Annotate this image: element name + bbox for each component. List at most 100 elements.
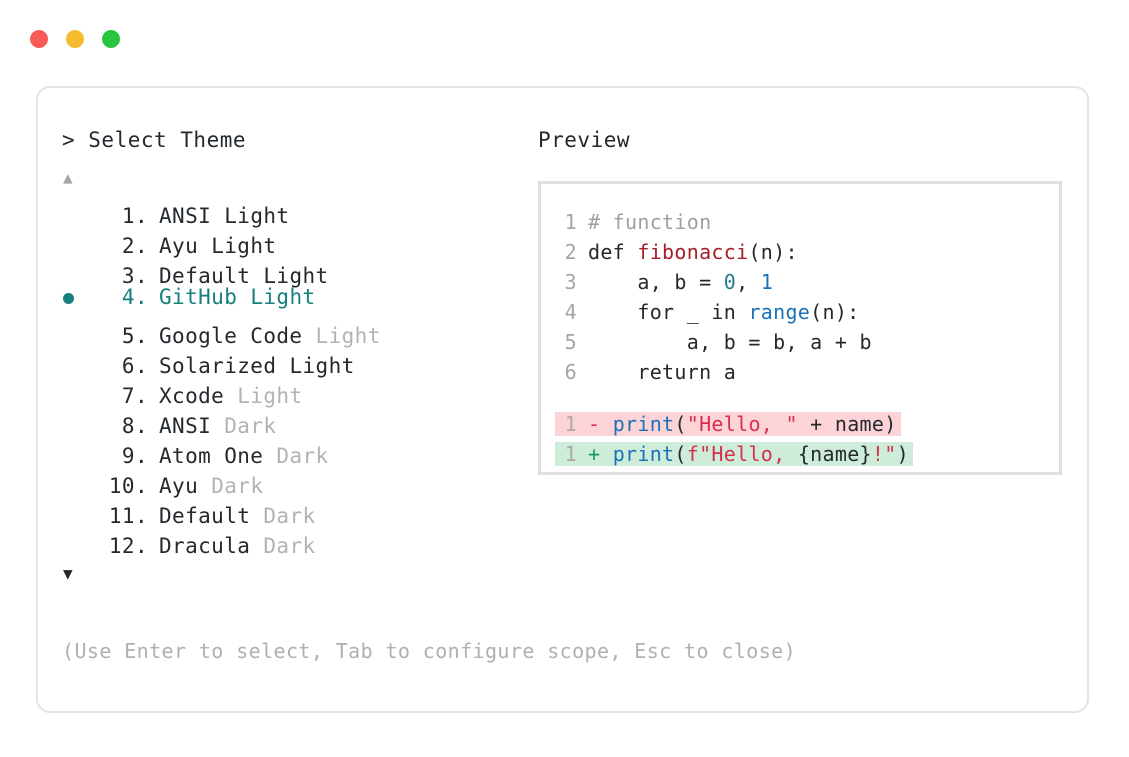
theme-item-name: ANSI (159, 204, 212, 228)
theme-item-number: 11. (108, 504, 148, 528)
code-token: 1 (760, 270, 774, 294)
code-token: return a (588, 360, 737, 384)
selection-bullet-cell (62, 523, 94, 553)
diff-sign: + (588, 442, 601, 466)
window-maximize-dot[interactable] (102, 30, 120, 48)
theme-list-item[interactable]: 8.ANSI Dark (62, 403, 532, 438)
code-token: def (588, 240, 638, 264)
theme-list-item[interactable]: 4.GitHub Light (62, 283, 532, 313)
code-line: 1 # function (555, 210, 1059, 240)
theme-item-number: 12. (108, 534, 148, 558)
code-line: 6 return a (555, 360, 1059, 390)
theme-list: 1.ANSI Light 2.Ayu Light 3.Default Light… (62, 193, 532, 558)
scroll-up-icon[interactable]: ▲ (63, 168, 73, 187)
code-line-text: # function (588, 210, 711, 234)
code-line: 4 for _ in range(n): (555, 300, 1059, 330)
theme-item-space (211, 414, 224, 438)
code-line-number: 6 (564, 360, 577, 384)
theme-item-name: Xcode (159, 384, 225, 408)
code-token: , (736, 270, 761, 294)
theme-item-number: 7. (108, 384, 148, 408)
theme-item-variant: Light (289, 354, 355, 378)
theme-item-number: 2. (108, 234, 148, 258)
window-close-dot[interactable] (30, 30, 48, 48)
preview-label: Preview (538, 128, 631, 152)
code-line-text: for _ in range(n): (588, 300, 860, 324)
theme-item-number: 9. (108, 444, 148, 468)
window-minimize-dot[interactable] (66, 30, 84, 48)
theme-item-number: 8. (108, 414, 148, 438)
theme-list-item[interactable]: 5.Google Code Light (62, 313, 532, 348)
theme-item-variant: Dark (263, 504, 316, 528)
diff-line-number: 1 (564, 442, 577, 466)
theme-list-item[interactable]: 3.Default Light (62, 253, 532, 288)
selection-bullet-cell (62, 283, 94, 313)
selection-bullet-cell (62, 343, 94, 373)
theme-item-name: Default (159, 504, 251, 528)
scroll-down-icon[interactable]: ▼ (63, 564, 73, 583)
theme-list-item[interactable]: 12.Dracula Dark (62, 523, 532, 558)
code-line-number: 1 (564, 210, 577, 234)
selection-bullet-cell (62, 493, 94, 523)
theme-list-item[interactable]: 10.Ayu Dark (62, 463, 532, 498)
code-token: for _ in (588, 300, 749, 324)
code-line-number: 4 (564, 300, 577, 324)
selection-bullet-cell (62, 373, 94, 403)
diff-token: ) (896, 442, 909, 466)
theme-item-number: 1. (108, 204, 148, 228)
selection-bullet-cell (62, 313, 94, 343)
selection-bullet-cell (62, 223, 94, 253)
theme-item-space (237, 285, 250, 309)
diff-token: "Hello, " (686, 412, 798, 436)
theme-selector-panel: > Select Theme ▲ 1. ANSI Light 2. Ayu Ligh… (36, 86, 1089, 713)
theme-item-variant: Light (224, 204, 290, 228)
selection-bullet-cell (62, 433, 94, 463)
diff-sign-space (600, 412, 612, 436)
theme-item-name: Ayu (159, 234, 199, 258)
selection-bullet-cell (62, 463, 94, 493)
theme-item-variant: Light (237, 384, 303, 408)
theme-list-item[interactable]: 6.Solarized Light (62, 343, 532, 378)
theme-item-space (302, 324, 315, 348)
theme-item-space (250, 534, 263, 558)
window-titlebar (30, 30, 120, 48)
theme-item-variant: Dark (211, 474, 264, 498)
theme-list-item[interactable]: 11. Default Dark (62, 493, 532, 528)
code-token: fibonacci (637, 240, 749, 264)
theme-item-number: 5. (108, 324, 148, 348)
theme-list-item[interactable]: 2.Ayu Light (62, 223, 532, 258)
code-token: a, b = (588, 270, 724, 294)
select-theme-prompt: > Select Theme (62, 128, 247, 152)
diff-token: {name} (797, 442, 872, 466)
theme-item-space (250, 504, 263, 528)
diff-token: ( (674, 442, 687, 466)
theme-item-number: 3. (108, 264, 148, 288)
theme-item-variant: Light (315, 324, 381, 348)
code-line-number: 5 (564, 330, 577, 354)
code-line-text: a, b = b, a + b (588, 330, 872, 354)
theme-item-space (224, 384, 237, 408)
theme-item-variant: Light (263, 264, 329, 288)
selected-bullet-icon (63, 292, 74, 304)
code-line: 2 def fibonacci(n): (555, 240, 1059, 270)
theme-item-name: Dracula (159, 534, 251, 558)
theme-item-number: 10. (108, 474, 148, 498)
theme-item-space (198, 474, 211, 498)
code-token: (n): (810, 300, 860, 324)
code-token: 0 (723, 270, 737, 294)
code-token: (n): (748, 240, 798, 264)
theme-item-name: GitHub (159, 284, 238, 309)
diff-line-text: - print("Hello, " + name) (588, 412, 901, 436)
code-line-number: 3 (564, 270, 577, 294)
code-token: # function (588, 210, 712, 234)
code-line-number: 2 (564, 240, 577, 264)
theme-list-item[interactable]: 9.Atom One Dark (62, 433, 532, 468)
diff-gutter: 1 (555, 442, 588, 466)
theme-item-space (198, 234, 211, 258)
theme-list-item[interactable]: 7. Xcode Light (62, 373, 532, 408)
theme-item-variant: Light (250, 284, 316, 309)
theme-list-item[interactable]: 1. ANSI Light (62, 193, 532, 228)
theme-item-space (263, 444, 276, 468)
diff-lines: 1- print("Hello, " + name)1+ print(f"Hel… (555, 412, 1059, 472)
